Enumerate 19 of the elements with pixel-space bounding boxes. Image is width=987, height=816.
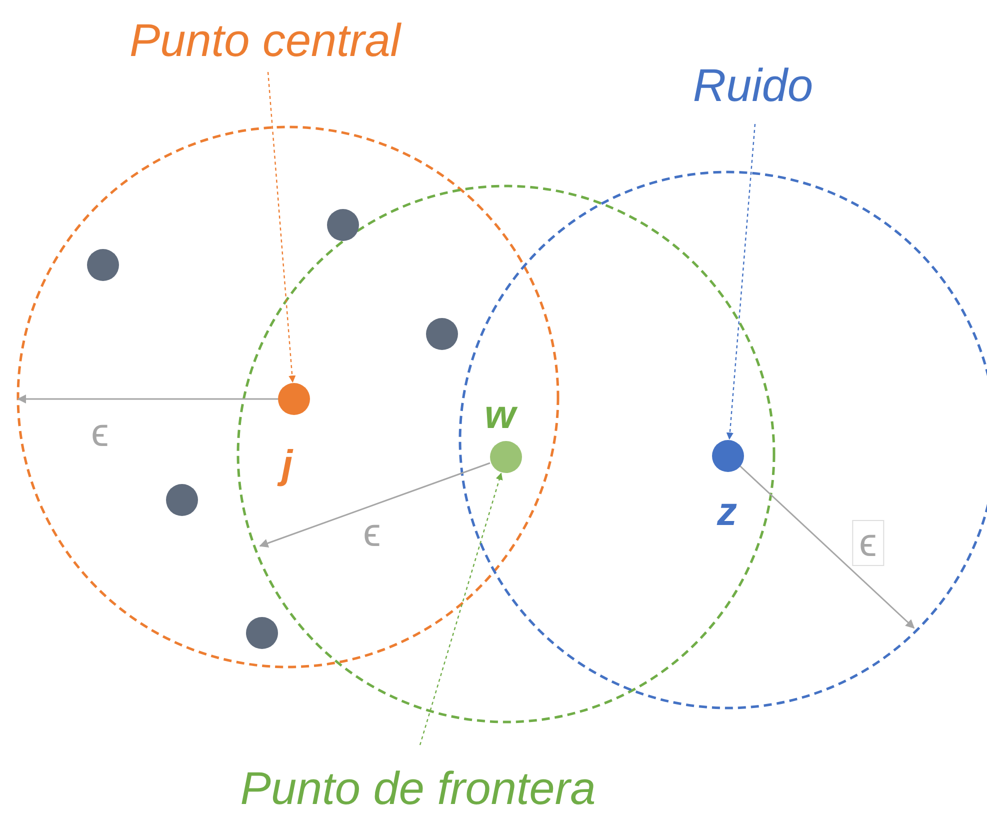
data-point: [712, 440, 744, 472]
callout-text: Ruido: [692, 62, 814, 108]
data-point: [166, 484, 198, 516]
leader-line: [419, 472, 503, 746]
callout-text: Punto de frontera: [240, 765, 596, 811]
data-point: [327, 209, 359, 241]
data-point: [490, 441, 522, 473]
data-point: [426, 318, 458, 350]
data-point: [278, 383, 310, 415]
epsilon-label: ϵ: [91, 413, 109, 453]
leader-line: [267, 72, 296, 383]
point-label: z: [717, 492, 737, 532]
point-label: w: [484, 395, 516, 435]
epsilon-label: ϵ: [363, 513, 381, 553]
data-point: [246, 617, 278, 649]
data-point: [87, 249, 119, 281]
epsilon-label: ϵ: [852, 520, 884, 566]
callout-text: Punto central: [129, 17, 401, 63]
leader-line: [726, 124, 756, 440]
